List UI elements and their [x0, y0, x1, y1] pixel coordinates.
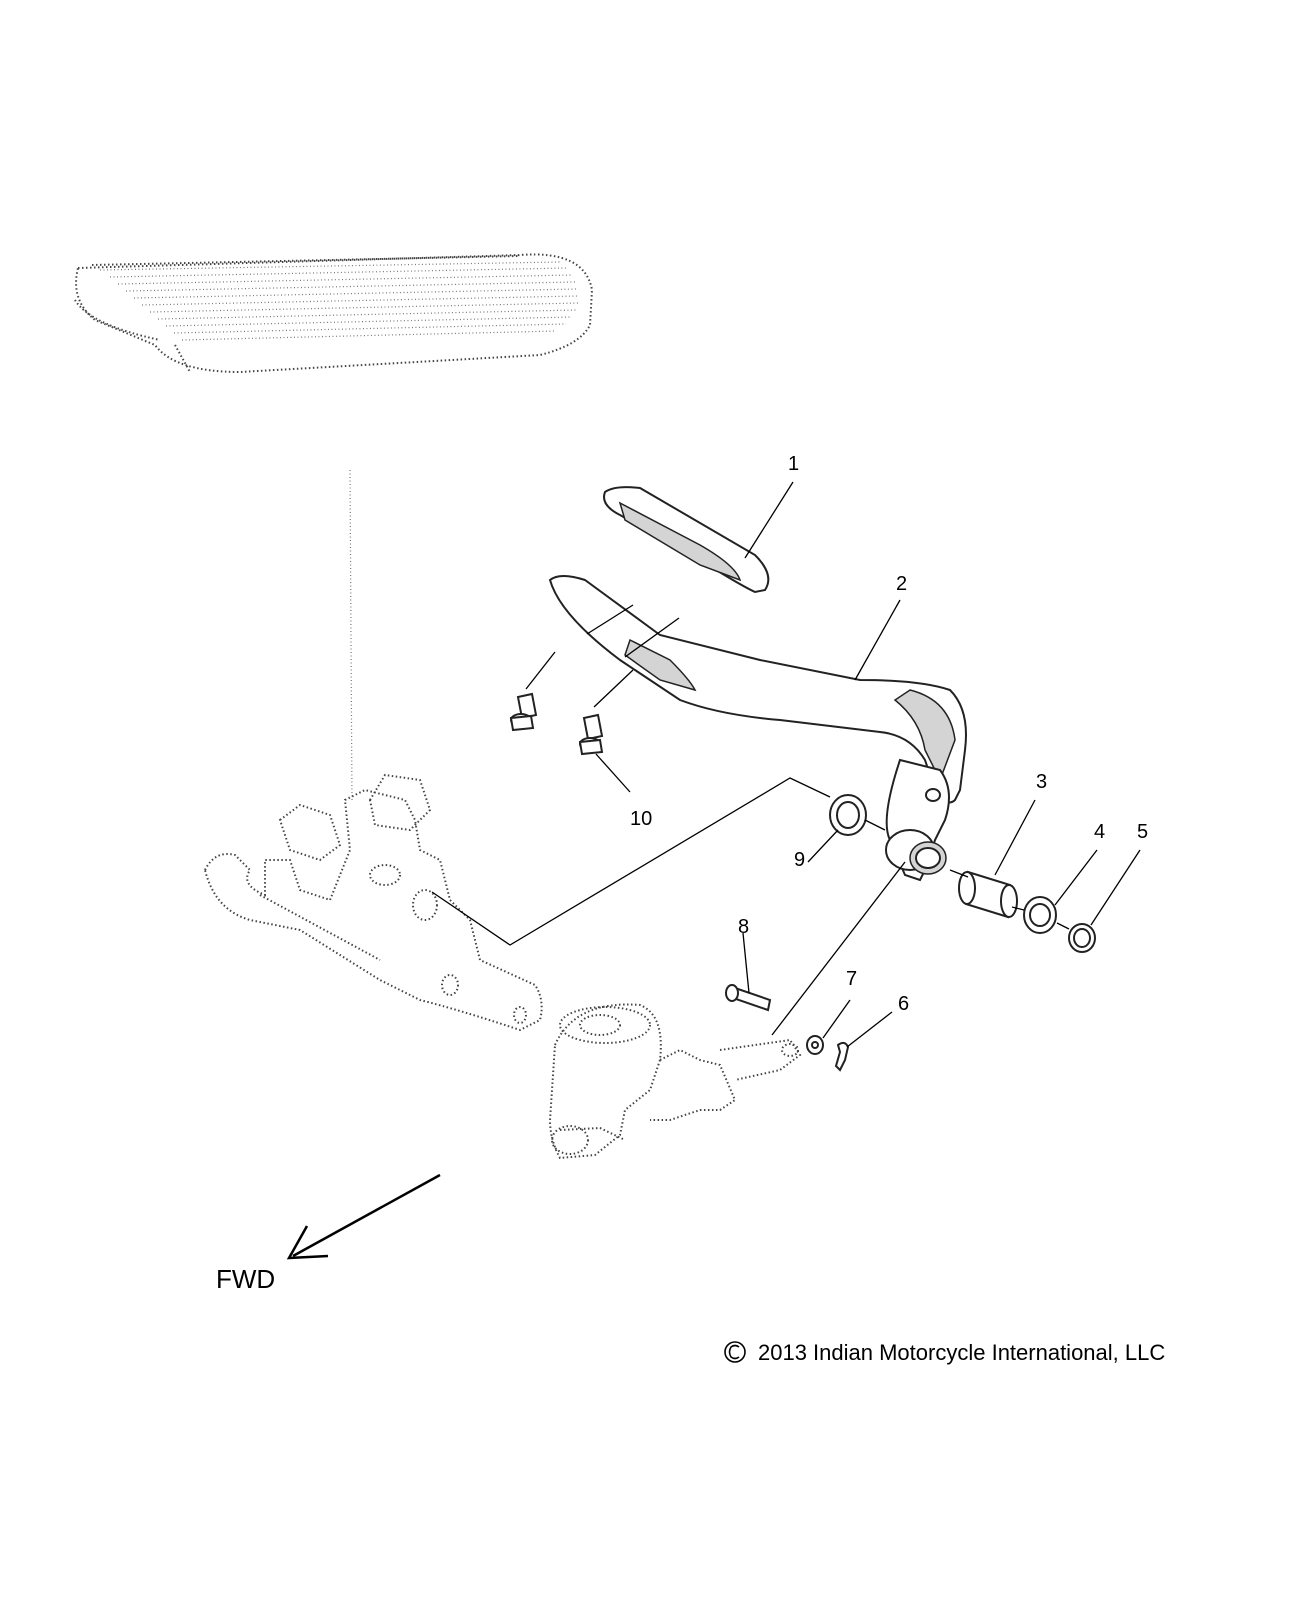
callout-7[interactable]: 7 [846, 968, 857, 990]
callout-leaders [595, 481, 1141, 1048]
part-5-retaining-ring[interactable] [1068, 923, 1096, 953]
part-6-cotter-pin[interactable] [834, 1041, 850, 1072]
part-4-washer[interactable] [1023, 896, 1057, 934]
callout-3[interactable]: 3 [1036, 771, 1047, 793]
callout-labels: 1 2 3 4 5 6 7 8 9 10 [630, 453, 1148, 1015]
callout-6[interactable]: 6 [898, 993, 909, 1015]
part-2-brake-lever[interactable] [548, 575, 967, 882]
part-8-clevis-pin[interactable] [725, 984, 772, 1012]
floorboard [74, 253, 594, 801]
part-9-thrust-washer[interactable] [829, 794, 867, 836]
callout-2[interactable]: 2 [896, 573, 907, 595]
part-10-screws[interactable] [509, 692, 604, 756]
mounting-bracket [203, 773, 543, 1032]
copyright-text: 2013 Indian Motorcycle International, LL… [758, 1340, 1165, 1365]
part-3-bushing[interactable] [958, 870, 1018, 919]
copyright-notice: 2013 Indian Motorcycle International, LL… [724, 1340, 1165, 1365]
floorboard-ribs [99, 261, 579, 341]
callout-5[interactable]: 5 [1137, 821, 1148, 843]
callout-8[interactable]: 8 [738, 916, 749, 938]
callout-9[interactable]: 9 [794, 849, 805, 871]
assembly-lines [431, 604, 1070, 1036]
fwd-label: FWD [216, 1264, 275, 1294]
callout-4[interactable]: 4 [1094, 821, 1105, 843]
master-cylinder [548, 1003, 802, 1160]
callout-1[interactable]: 1 [788, 453, 799, 475]
forward-arrow-icon [286, 1173, 441, 1260]
part-7-washer[interactable] [806, 1035, 824, 1055]
part-1-pedal-pad[interactable] [603, 486, 770, 594]
forward-direction-indicator: FWD [216, 1173, 441, 1294]
copyright-icon [724, 1341, 746, 1363]
callout-10[interactable]: 10 [630, 808, 652, 830]
